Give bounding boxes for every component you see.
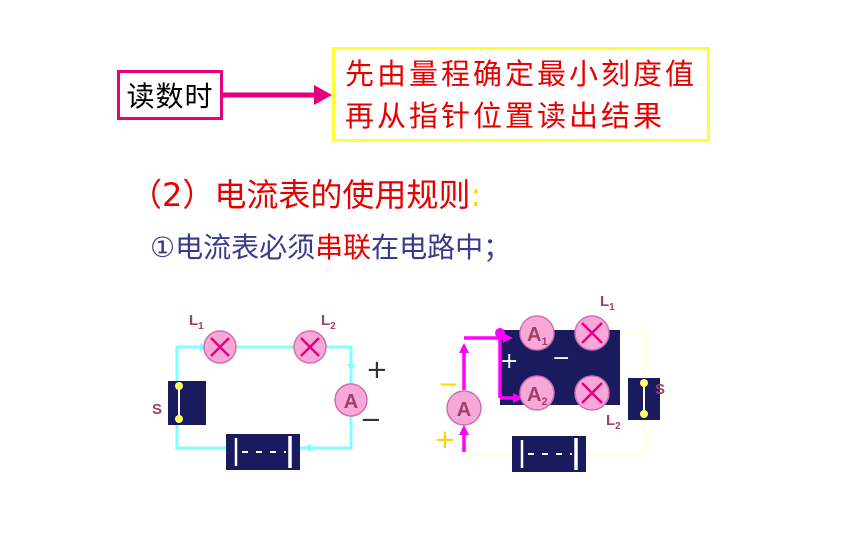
series-battery-icon [226,434,300,470]
parallel-switch-label: S [655,381,665,398]
parallel-switch-icon [628,378,660,420]
section-title: （2）电流表的使用规则: [130,170,481,216]
series-ammeter-minus: − [360,405,382,435]
parallel-junction-dot [495,328,505,338]
series-ammeter-plus: + [366,355,388,385]
parallel-circuit: A1 A2 + − L1 L2 S [434,293,665,472]
parallel-main-plus: + [434,425,456,455]
series-lamp-l2-label: L2 [321,312,336,332]
parallel-a1-minus: − [552,346,570,371]
parallel-ammeter-a1-icon: A1 [519,315,555,351]
rule-emphasis: 串联 [315,231,372,264]
parallel-lamp-l1-label: L1 [600,293,615,313]
series-lamp-l2-icon [293,330,327,364]
series-lamp-l1-label: L1 [189,312,204,332]
rule-prefix: ①电流表必须 [150,231,316,264]
rule-suffix: 在电路中； [371,231,512,264]
parallel-main-minus: − [438,370,458,398]
parallel-lamp-l2-label: L2 [606,412,621,432]
parallel-ammeter-a1-label: A1 [527,324,548,348]
series-ammeter-icon: A [334,383,368,417]
parallel-lamp-l2-icon [574,375,610,411]
parallel-a1-plus: + [500,349,518,374]
reading-method-line-2: 再从指针位置读出结果 [345,99,666,133]
section-title-colon: : [470,176,482,214]
series-switch-label: S [152,401,162,418]
series-ammeter-label: A [344,391,358,413]
parallel-ammeter-a2-icon: A2 [519,375,555,411]
section-title-text: （2）电流表的使用规则 [130,176,471,214]
reading-label-text: 读数时 [126,80,214,113]
reading-label: 读数时 [117,70,223,120]
reading-method-box: 先由量程确定最小刻度值 再从指针位置读出结果 [332,47,710,142]
series-switch-icon [168,381,206,425]
series-circuit: L1 L2 S A + − [152,312,388,470]
series-lamp-l1-icon [203,330,237,364]
parallel-lamp-l1-icon [574,315,610,351]
parallel-ammeter-a2-label: A2 [527,384,548,408]
rule-series-connection: ①电流表必须串联在电路中； [150,226,511,266]
reading-method-line-1: 先由量程确定最小刻度值 [345,57,698,91]
parallel-ammeter-main-icon: A [446,390,482,426]
parallel-battery-icon [512,436,586,472]
reading-arrow [222,85,332,105]
parallel-ammeter-main-label: A [457,399,471,421]
